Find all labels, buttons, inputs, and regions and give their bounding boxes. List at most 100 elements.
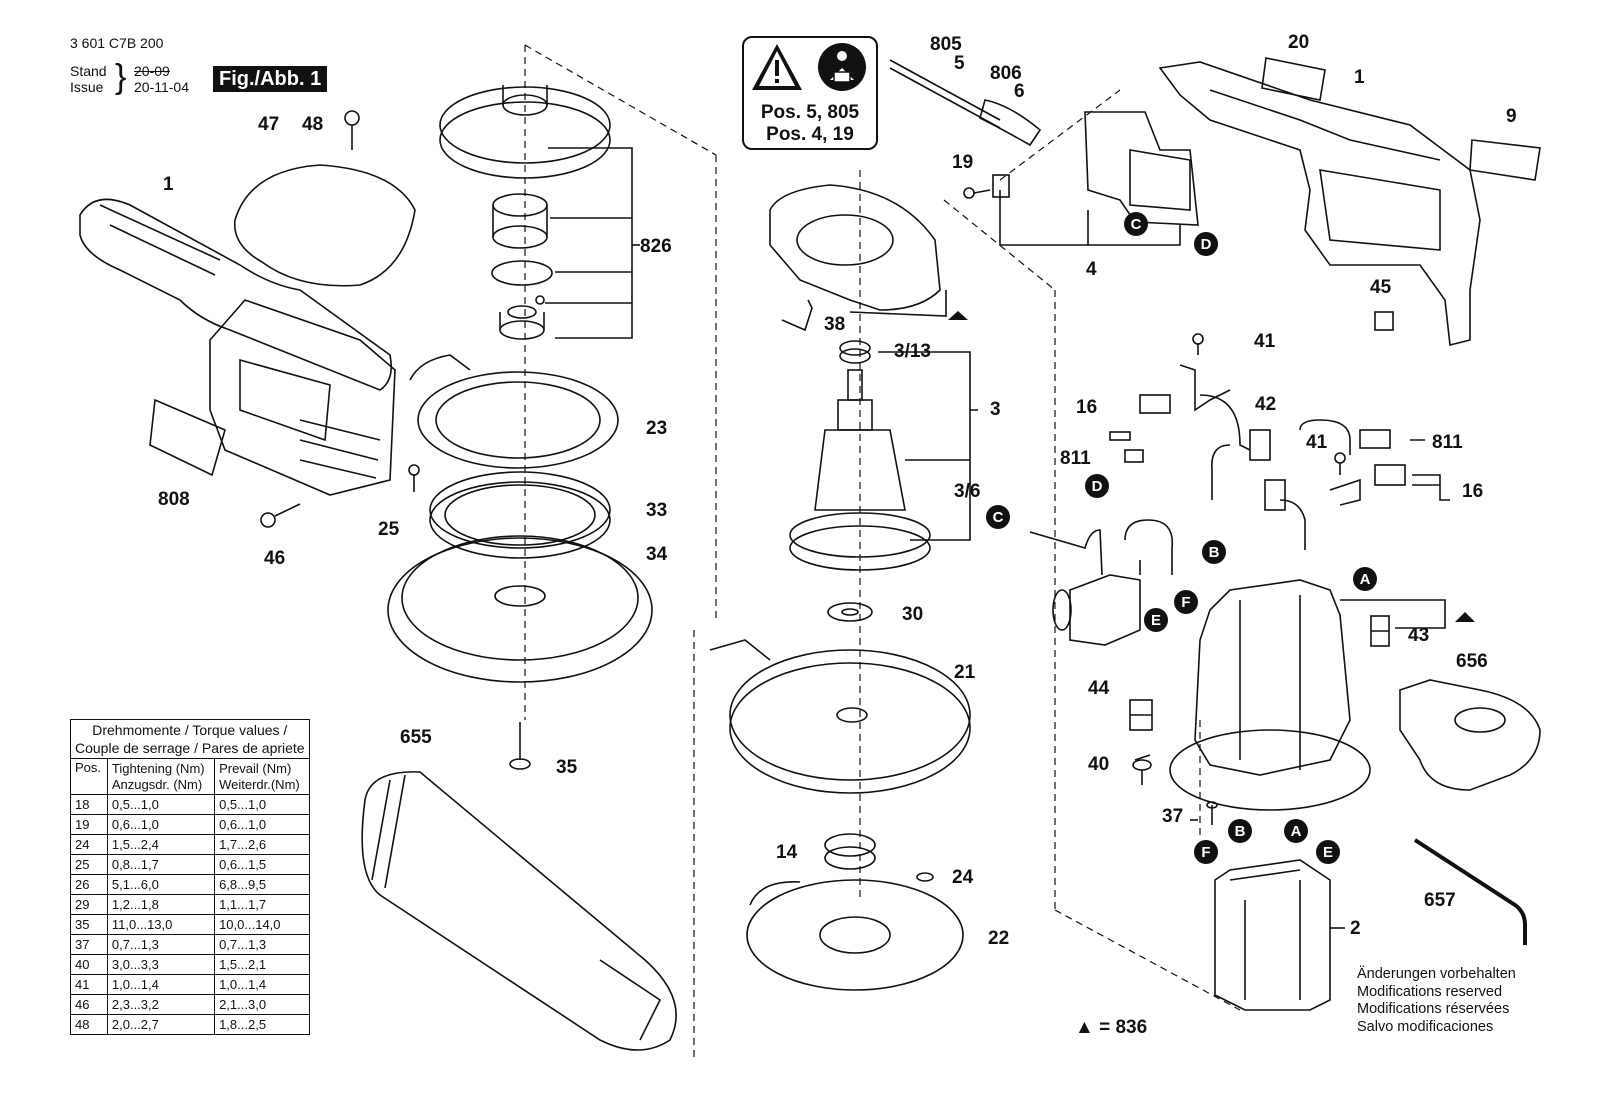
cover-part-47 bbox=[233, 164, 416, 287]
svg-text:A: A bbox=[1291, 823, 1302, 840]
warning-icons bbox=[752, 43, 866, 91]
connector-marker: A bbox=[1353, 567, 1377, 591]
screw-part-25 bbox=[408, 464, 420, 492]
part-label: 811 bbox=[1060, 448, 1091, 469]
part-label: 42 bbox=[1255, 394, 1276, 415]
svg-text:C: C bbox=[993, 509, 1004, 526]
screw-part-40 bbox=[1132, 759, 1152, 785]
connector-part-42 bbox=[1249, 429, 1286, 511]
part-number: 3 601 C7B 200 bbox=[70, 35, 164, 51]
pad-part-34 bbox=[387, 535, 653, 683]
note-fr: Modifications réservées bbox=[1357, 1001, 1510, 1018]
hex-key-part-657 bbox=[1413, 838, 1527, 945]
part-label: 655 bbox=[400, 727, 432, 748]
svg-text:E: E bbox=[1323, 844, 1333, 861]
connector-marker: C bbox=[986, 505, 1010, 529]
connector-marker: F bbox=[1194, 840, 1218, 864]
svg-text:C: C bbox=[1131, 216, 1142, 233]
note-de: Änderungen vorbehalten bbox=[1357, 966, 1516, 982]
connector-marker: D bbox=[1085, 474, 1109, 498]
part-label: 40 bbox=[1088, 754, 1109, 775]
table-cell-tight: 1,2...1,8 bbox=[106, 894, 216, 915]
table-cell-prev: 0,6...1,0 bbox=[214, 814, 310, 835]
label-part-808 bbox=[149, 398, 226, 477]
part-label: 38 bbox=[824, 314, 845, 335]
part-label: 48 bbox=[302, 114, 323, 135]
connector-marker: C bbox=[1124, 212, 1148, 236]
col-header-prevail-de: Weiterdr.(Nm) bbox=[219, 776, 300, 792]
part-label: 30 bbox=[902, 604, 923, 625]
brush-holder-part-16a bbox=[1139, 364, 1231, 414]
bearing-part-14 bbox=[824, 833, 876, 870]
warning-line-2: Pos. 4, 19 bbox=[766, 124, 854, 145]
table-cell-prev: 2,1...3,0 bbox=[214, 994, 310, 1015]
handle-shell-part-1 bbox=[1158, 61, 1481, 346]
table-cell-tight: 1,0...1,4 bbox=[106, 974, 216, 995]
issue-date: 20-11-04 bbox=[134, 79, 190, 95]
table-cell-prev: 1,8...2,5 bbox=[214, 1014, 310, 1035]
col-header-prevail-en: Prevail (Nm) bbox=[219, 760, 292, 776]
part-label: 808 bbox=[158, 489, 190, 510]
torque-title-line-2: Couple de serrage / Pares de apriete bbox=[75, 740, 305, 756]
screw-part-46 bbox=[260, 503, 301, 528]
torque-table-title: Drehmomente / Torque values / Couple de … bbox=[70, 719, 310, 759]
table-cell-prev: 0,6...1,5 bbox=[214, 854, 310, 875]
table-cell-pos: 26 bbox=[70, 874, 108, 895]
part-label: 41 bbox=[1306, 432, 1328, 453]
table-cell-tight: 5,1...6,0 bbox=[106, 874, 216, 895]
spring-part-811a bbox=[1109, 431, 1144, 463]
table-cell-tight: 2,0...2,7 bbox=[106, 1014, 216, 1035]
cable-part-805 bbox=[889, 59, 1001, 129]
baffle-part bbox=[769, 184, 941, 311]
part-label: 34 bbox=[646, 544, 668, 565]
motor-housing-part bbox=[1169, 579, 1371, 811]
label-part-9 bbox=[1469, 139, 1541, 181]
col-header-tightening: Tightening (Nm) Anzugsdr. (Nm) bbox=[106, 758, 216, 795]
table-cell-pos: 35 bbox=[70, 914, 108, 935]
part-label: 16 bbox=[1462, 481, 1483, 502]
part-label: 24 bbox=[952, 867, 974, 888]
bearing-part-3-13 bbox=[839, 340, 871, 364]
part-label: 1 bbox=[163, 174, 174, 195]
base-plate-part-22 bbox=[746, 879, 964, 991]
figure-label: Fig./Abb. 1 bbox=[213, 66, 328, 92]
part-label: 3 bbox=[990, 399, 1001, 420]
table-cell-prev: 1,7...2,6 bbox=[214, 834, 310, 855]
table-cell-prev: 0,5...1,0 bbox=[214, 794, 310, 815]
table-cell-tight: 0,5...1,0 bbox=[106, 794, 216, 815]
connector-marker: F bbox=[1174, 590, 1198, 614]
table-cell-pos: 29 bbox=[70, 894, 108, 915]
part-label: 657 bbox=[1424, 890, 1456, 911]
table-cell-tight: 0,8...1,7 bbox=[106, 854, 216, 875]
note-en: Modifications reserved bbox=[1357, 983, 1503, 1000]
table-cell-prev: 1,0...1,4 bbox=[214, 974, 310, 995]
table-cell-prev: 1,1...1,7 bbox=[214, 894, 310, 915]
armature-part-3 bbox=[789, 369, 931, 571]
connector-marker: B bbox=[1228, 819, 1252, 843]
table-cell-tight: 2,3...3,2 bbox=[106, 994, 216, 1015]
part-label: 37 bbox=[1162, 806, 1183, 827]
table-cell-pos: 41 bbox=[70, 974, 108, 995]
screw-part-41b bbox=[1334, 452, 1346, 475]
dust-bag-part-655 bbox=[361, 771, 677, 1051]
ring-part-23 bbox=[409, 354, 619, 469]
part-label: 21 bbox=[954, 662, 976, 683]
connector-marker: E bbox=[1316, 840, 1340, 864]
part-label: 2 bbox=[1350, 918, 1361, 939]
table-cell-prev: 10,0...14,0 bbox=[214, 914, 310, 935]
table-cell-tight: 0,6...1,0 bbox=[106, 814, 216, 835]
table-cell-tight: 0,7...1,3 bbox=[106, 934, 216, 955]
brush-holder-part-16b bbox=[1329, 464, 1406, 506]
field-coil-part-2 bbox=[1214, 859, 1331, 1011]
soft-grip-part-656 bbox=[1399, 679, 1541, 791]
part-label: 45 bbox=[1370, 277, 1392, 298]
torque-table: Drehmomente / Torque values / Couple de … bbox=[70, 719, 310, 1035]
bearing-part-826 bbox=[492, 193, 548, 249]
